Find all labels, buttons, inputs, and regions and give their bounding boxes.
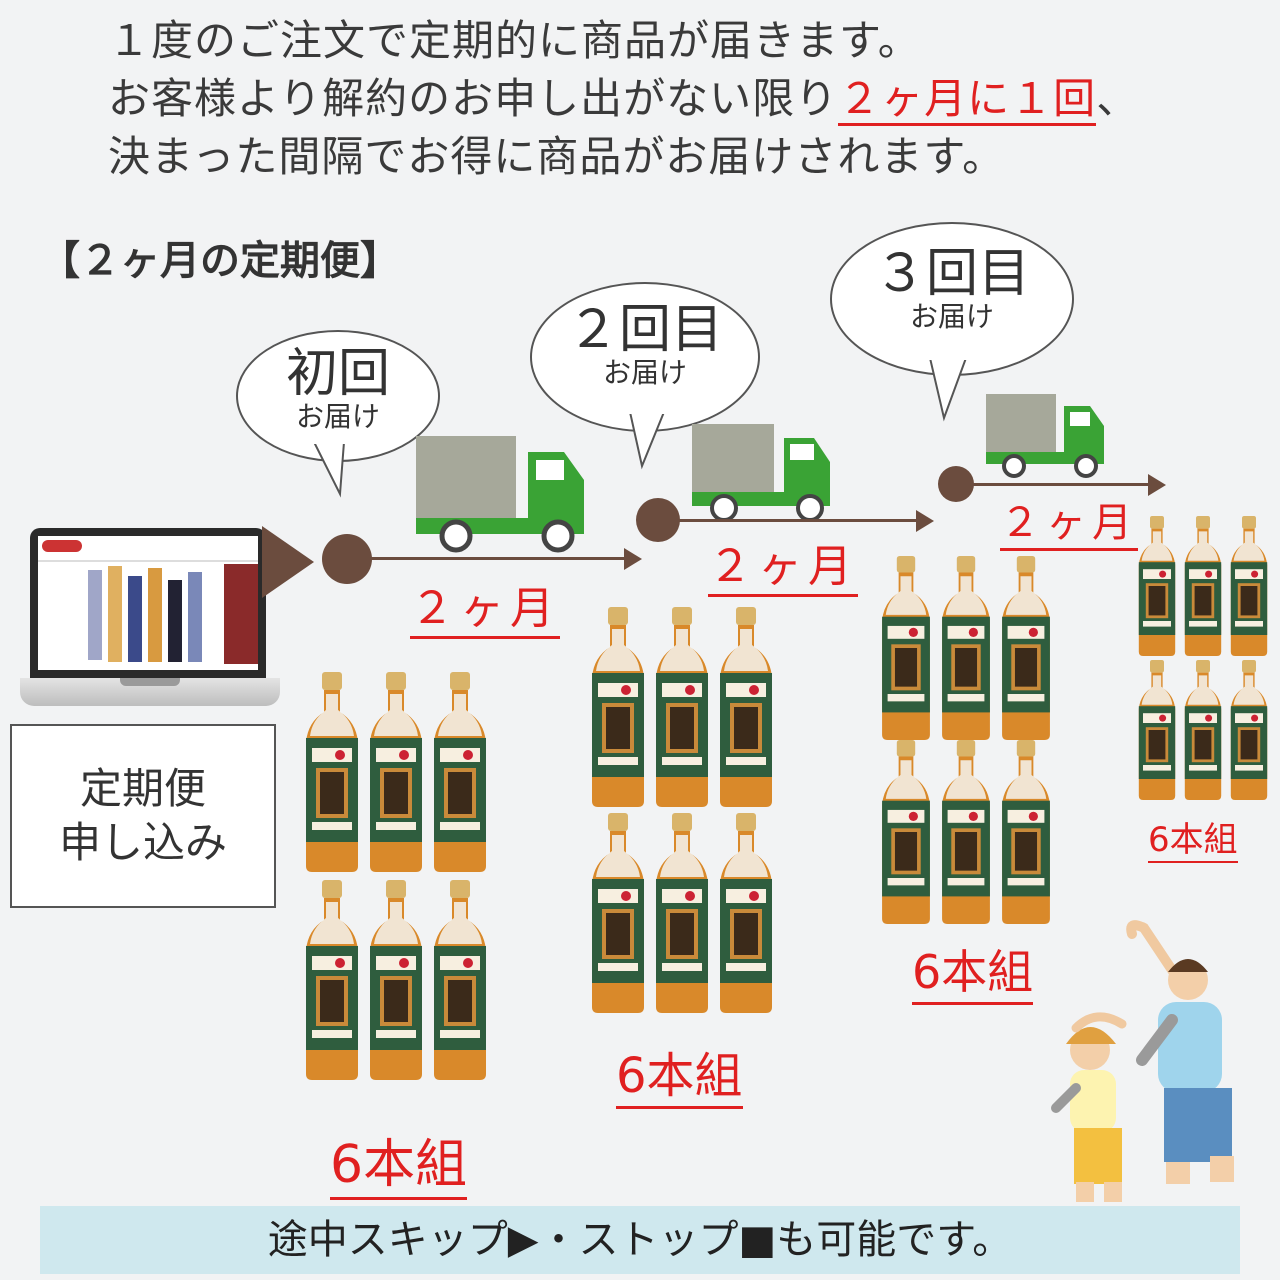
vinegar-bottle (882, 556, 930, 740)
vinegar-bottle (720, 813, 772, 1013)
vinegar-bottle (720, 607, 772, 807)
vinegar-bottle (942, 556, 990, 740)
bottle-group-4 (1136, 514, 1272, 804)
bottle-group-3 (878, 556, 1054, 936)
interval-label-2: ２ヶ月 (708, 530, 858, 597)
timeline-arrow-2 (678, 519, 918, 522)
apply-line-1: 定期便 (79, 764, 206, 813)
intro-line-1: １度のご注文で定期的に商品が届きます。 (108, 16, 921, 65)
vinegar-bottle (656, 813, 708, 1013)
vinegar-bottle (1230, 660, 1268, 800)
arrow-head-icon (624, 548, 642, 570)
bubble-second-delivery: ２回目 お届け (530, 282, 760, 432)
vinegar-bottle (434, 880, 486, 1080)
vinegar-bottle (1002, 556, 1050, 740)
vinegar-bottle (942, 740, 990, 924)
vinegar-bottle (306, 672, 358, 872)
footer-note: 途中スキップ▶・ストップ■も可能です。 (40, 1206, 1240, 1274)
vinegar-bottle (592, 607, 644, 807)
vinegar-bottle (434, 672, 486, 872)
bubble-tail-2 (628, 410, 666, 470)
vinegar-bottle (1138, 660, 1176, 800)
timeline-dot-1 (322, 534, 372, 584)
set-label-3: 6本組 (912, 936, 1034, 1005)
bubble-tail-3 (928, 356, 968, 422)
laptop-illustration (20, 528, 280, 728)
bubble-third-delivery: ３回目 お届け (830, 222, 1074, 376)
vinegar-bottle (1184, 660, 1222, 800)
set-label-2: 6本組 (616, 1036, 743, 1109)
timeline-dot-3 (938, 466, 974, 502)
plan-title: 【２ヶ月の定期便】 (40, 238, 400, 284)
delivery-truck-icon (416, 436, 584, 553)
set-label-1: 6本組 (330, 1122, 468, 1200)
subscription-apply-box: 定期便 申し込み (10, 724, 276, 908)
timeline-arrow-3 (972, 483, 1150, 486)
set-label-4: 6本組 (1148, 812, 1238, 863)
interval-label-1: ２ヶ月 (410, 572, 560, 639)
vinegar-bottle (1002, 740, 1050, 924)
timeline-dot-2 (636, 498, 680, 542)
bottle-group-1 (302, 668, 492, 1088)
vinegar-bottle (1230, 516, 1268, 656)
vinegar-bottle (370, 672, 422, 872)
arrow-head-icon (916, 510, 934, 532)
apply-line-2: 申し込み (58, 818, 227, 867)
vinegar-bottle (592, 813, 644, 1013)
timeline-arrow-1 (370, 557, 626, 560)
delivery-truck-icon (986, 394, 1104, 478)
bubble-tail-1 (312, 440, 346, 498)
intro-text: １度のご注文で定期的に商品が届きます。 お客様より解約のお申し出がない限り２ヶ月… (108, 12, 1139, 186)
vinegar-bottle (370, 880, 422, 1080)
vinegar-bottle (1138, 516, 1176, 656)
vinegar-bottle (306, 880, 358, 1080)
arrow-head-icon (1148, 474, 1166, 496)
bottle-group-2 (588, 604, 778, 1014)
delivery-truck-icon (692, 424, 830, 522)
vinegar-bottle (656, 607, 708, 807)
interval-highlight: ２ヶ月に１回 (838, 74, 1097, 126)
intro-line-3: 決まった間隔でお得に商品がお届けされます。 (108, 132, 1006, 181)
exercising-couple-illustration (1051, 920, 1234, 1202)
vinegar-bottle (1184, 516, 1222, 656)
interval-label-3: ２ヶ月 (1000, 490, 1138, 551)
intro-line-2: お客様より解約のお申し出がない限り２ヶ月に１回、 (108, 70, 1139, 128)
vinegar-bottle (882, 740, 930, 924)
start-arrow-icon (262, 526, 314, 598)
